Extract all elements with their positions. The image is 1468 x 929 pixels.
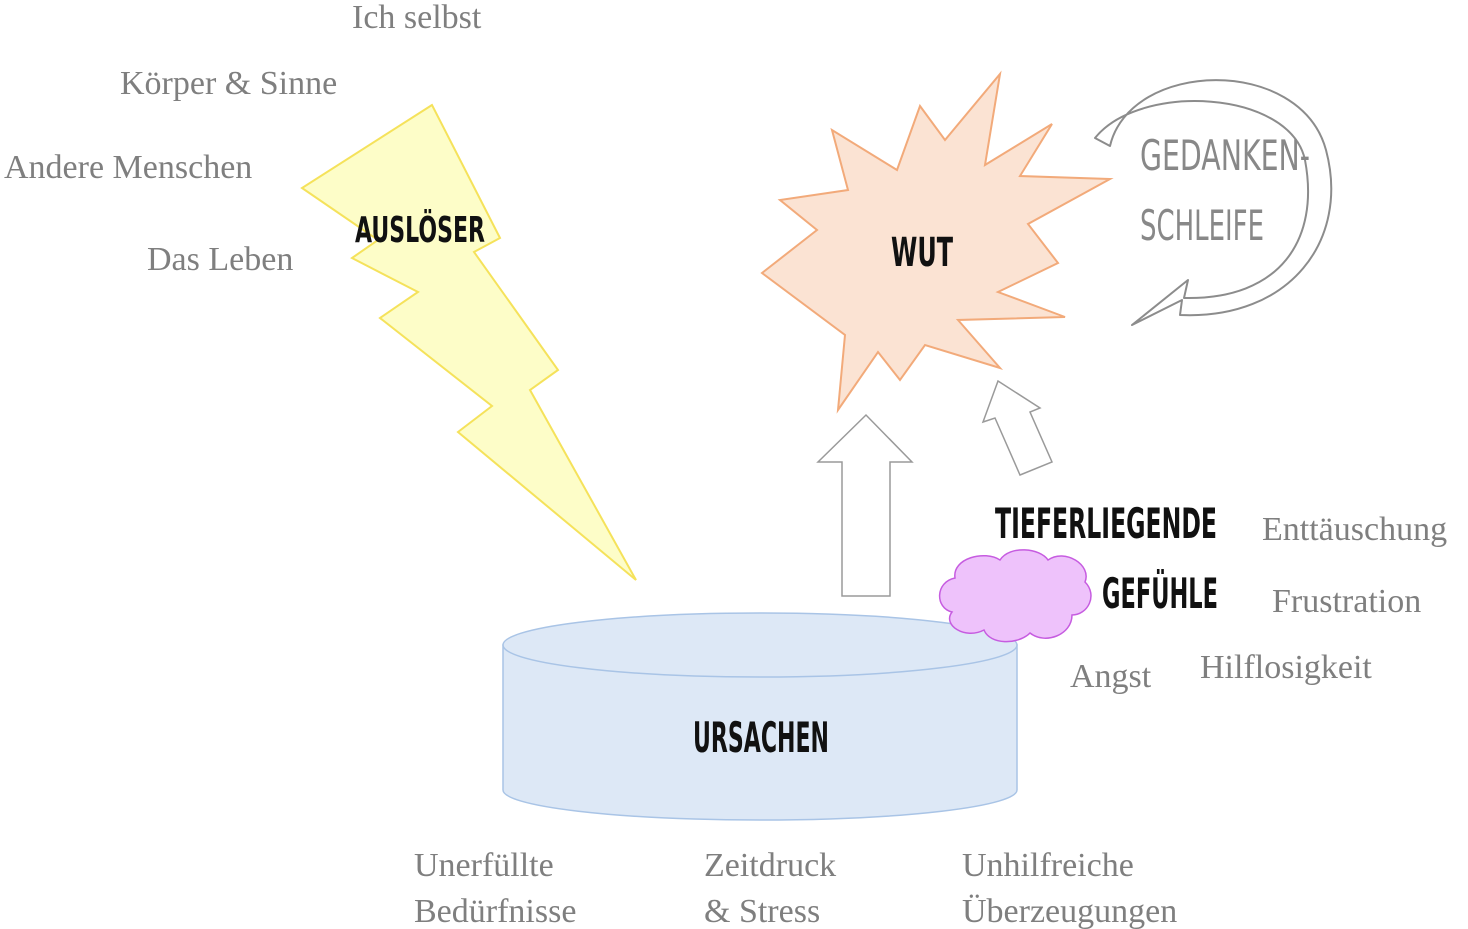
loop-label-line1: GEDANKEN- — [1140, 131, 1310, 180]
causes-cylinder — [502, 612, 1018, 821]
trigger-source-body: Körper & Sinne — [120, 65, 337, 102]
cause-beliefs-line1: Unhilfreiche — [962, 847, 1134, 884]
cause-stress-line1: Zeitdruck — [704, 847, 836, 884]
cause-needs-line2: Bedürfnisse — [414, 893, 576, 929]
deeper-feelings-line1: TIEFERLIEGENDE — [995, 499, 1217, 548]
cause-stress-line2: & Stress — [704, 893, 820, 929]
lightning-bolt-icon — [300, 103, 637, 581]
anger-burst-icon — [760, 70, 1114, 414]
cause-needs-line1: Unerfüllte — [414, 847, 554, 884]
feeling-helplessness: Hilflosigkeit — [1200, 649, 1372, 686]
loop-arrow-icon — [1094, 79, 1333, 326]
feeling-fear: Angst — [1070, 658, 1152, 695]
cause-beliefs-line2: Überzeugungen — [962, 893, 1177, 929]
tilted-arrow-icon — [981, 379, 1053, 476]
feeling-disappointment: Enttäuschung — [1262, 511, 1447, 548]
trigger-source-self: Ich selbst — [352, 0, 482, 36]
anger-title: WUT — [891, 230, 953, 276]
trigger-source-others: Andere Menschen — [4, 149, 252, 186]
causes-title: URSACHEN — [693, 713, 829, 762]
feeling-frustration: Frustration — [1272, 583, 1421, 620]
up-arrow-icon — [816, 413, 914, 597]
deeper-feelings-line2: GEFÜHLE — [1102, 568, 1218, 618]
loop-label-line2: SCHLEIFE — [1140, 201, 1264, 250]
cloud-icon — [938, 549, 1092, 643]
trigger-source-life: Das Leben — [147, 241, 293, 278]
trigger-title: AUSLÖSER — [355, 209, 485, 251]
